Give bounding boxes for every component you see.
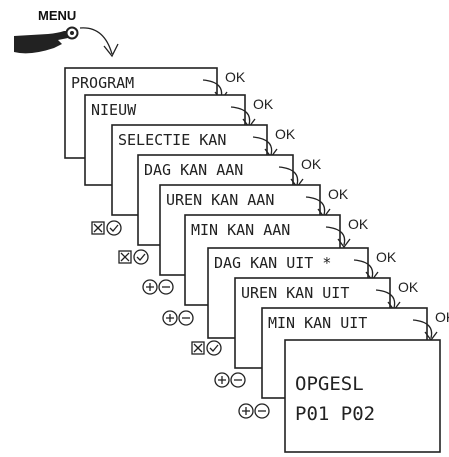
button-pair-7	[239, 404, 269, 418]
final-display: OPGESL P01 P02	[285, 340, 440, 452]
lcd-step-label: MIN KAN AAN	[191, 221, 290, 239]
minus-circle-icon	[159, 280, 173, 294]
ok-label: OK	[275, 126, 296, 142]
check-circle-icon	[207, 341, 221, 355]
menu-label: MENU	[38, 8, 76, 23]
button-pair-3	[143, 280, 173, 294]
ok-label: OK	[398, 279, 419, 295]
final-display-frame	[285, 340, 440, 452]
lcd-step-label: MIN KAN UIT	[268, 314, 367, 332]
lcd-step-label: SELECTIE KAN	[118, 131, 226, 149]
ok-label: OK	[301, 156, 322, 172]
final-display-line2: P01 P02	[295, 403, 375, 425]
button-pair-5	[192, 341, 221, 355]
button-pair-2	[119, 250, 148, 264]
box-x-icon	[192, 342, 204, 354]
box-x-icon	[92, 222, 104, 234]
button-pair-4	[163, 311, 193, 325]
box-x-icon	[119, 251, 131, 263]
lcd-step-label: UREN KAN UIT	[241, 284, 349, 302]
ok-label: OK	[348, 216, 369, 232]
lcd-step-label: UREN KAN AAN	[166, 191, 274, 209]
ok-label: OK	[435, 309, 449, 325]
final-display-line1: OPGESL	[295, 373, 364, 395]
pointing-hand-icon	[14, 28, 78, 54]
lcd-step-label: NIEUW	[91, 101, 137, 119]
lcd-step-label: DAG KAN AAN	[144, 161, 243, 179]
lcd-step-label: DAG KAN UIT *	[214, 254, 331, 272]
lcd-step-label: PROGRAM	[71, 74, 134, 92]
plus-circle-icon	[239, 404, 253, 418]
plus-circle-icon	[163, 311, 177, 325]
minus-circle-icon	[179, 311, 193, 325]
button-pair-1	[92, 221, 121, 235]
ok-label: OK	[225, 69, 246, 85]
button-pair-6	[215, 373, 245, 387]
ok-label: OK	[328, 186, 349, 202]
minus-circle-icon	[231, 373, 245, 387]
plus-circle-icon	[143, 280, 157, 294]
ok-label: OK	[376, 249, 397, 265]
menu-arrow-icon	[80, 28, 118, 56]
check-circle-icon	[107, 221, 121, 235]
minus-circle-icon	[255, 404, 269, 418]
plus-circle-icon	[215, 373, 229, 387]
ok-label: OK	[253, 96, 274, 112]
check-circle-icon	[134, 250, 148, 264]
